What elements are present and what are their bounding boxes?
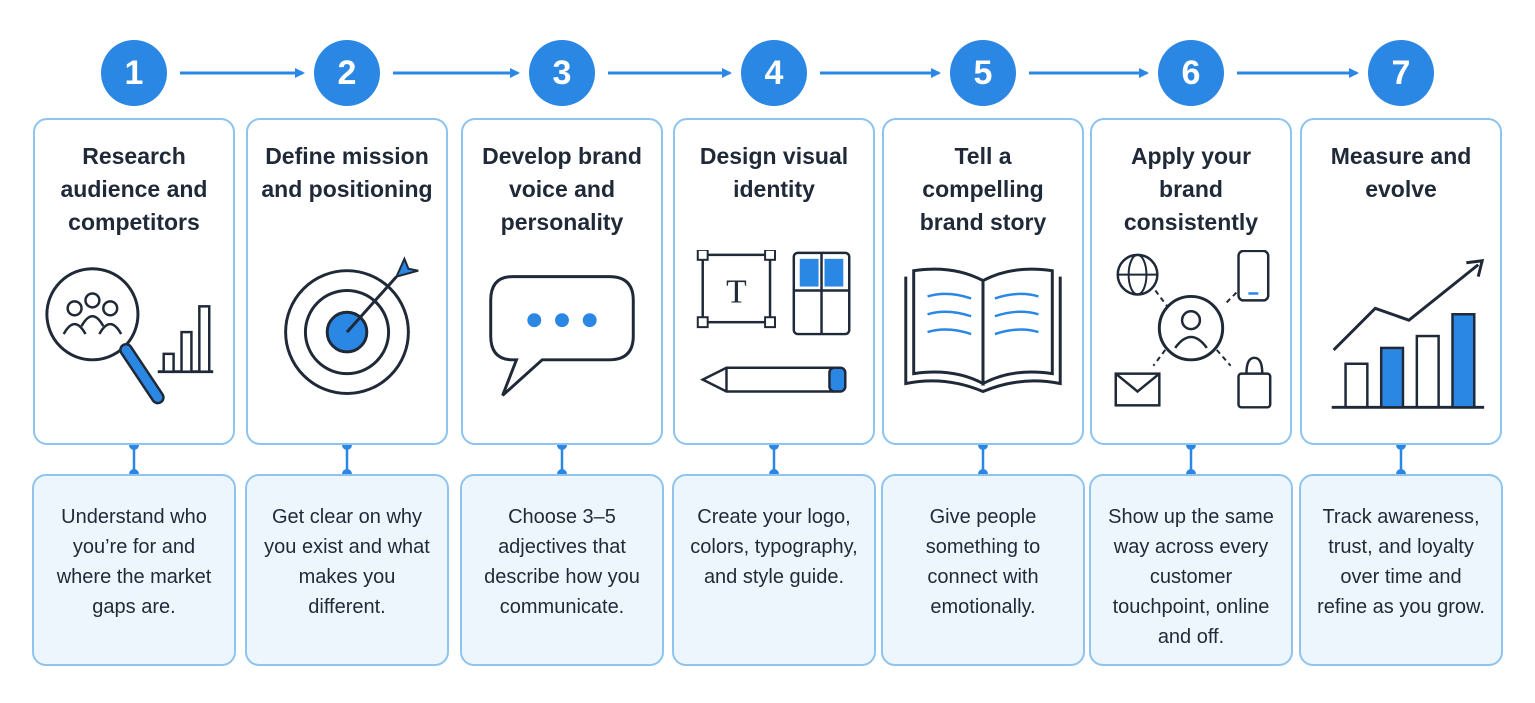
step-title: Tell a compelling brand story: [919, 143, 1047, 235]
step-description: Track awareness, trust, and loyalty over…: [1317, 506, 1485, 618]
step-card: Develop brand voice and personality: [461, 118, 663, 445]
step-description-box: Get clear on why you exist and what make…: [245, 474, 449, 666]
step-number-badge: 3: [529, 40, 595, 106]
step-number-badge: 6: [1158, 40, 1224, 106]
step-title: Develop brand voice and personality: [482, 143, 642, 235]
open-book-icon: [904, 267, 1062, 394]
step-number-badge: 2: [314, 40, 380, 106]
step-title: Design visual identity: [699, 143, 849, 202]
design-tools-icon: T: [696, 250, 851, 393]
step-description: Show up the same way across every custom…: [1108, 506, 1274, 648]
target-icon: [284, 256, 419, 395]
step-description-box: Give people something to connect with em…: [881, 474, 1085, 666]
step-description: Understand who you’re for and where the …: [56, 506, 212, 618]
step-card: Measure and evolve: [1300, 118, 1502, 445]
step-card: Tell a compelling brand story: [882, 118, 1084, 445]
step-number-badge: 4: [741, 40, 807, 106]
speech-bubble-icon: [489, 275, 635, 397]
step-description-box: Choose 3–5 adjectives that describe how …: [460, 474, 664, 666]
audience-search-icon: [45, 267, 214, 405]
step-description-box: Track awareness, trust, and loyalty over…: [1299, 474, 1503, 666]
growth-chart-icon: [1331, 259, 1485, 409]
step-title: Apply your brand consistently: [1123, 143, 1259, 235]
step-title: Measure and evolve: [1330, 143, 1472, 202]
step-title: Define mission and positioning: [261, 143, 433, 202]
step-card: Apply your brand consistently: [1090, 118, 1292, 445]
step-description: Get clear on why you exist and what make…: [264, 506, 430, 618]
step-description-box: Show up the same way across every custom…: [1089, 474, 1293, 666]
step-title: Research audience and competitors: [60, 143, 208, 235]
step-description-box: Understand who you’re for and where the …: [32, 474, 236, 666]
step-description-box: Create your logo, colors, typography, an…: [672, 474, 876, 666]
step-number-badge: 5: [950, 40, 1016, 106]
step-description: Give people something to connect with em…: [925, 506, 1041, 618]
touchpoints-icon: [1114, 250, 1272, 409]
step-description: Choose 3–5 adjectives that describe how …: [484, 506, 640, 618]
step-number-badge: 7: [1368, 40, 1434, 106]
step-number-badge: 1: [101, 40, 167, 106]
svg-text:T: T: [726, 273, 747, 310]
step-description: Create your logo, colors, typography, an…: [690, 506, 858, 588]
step-card: Research audience and competitors: [33, 118, 235, 445]
step-card: Define mission and positioning: [246, 118, 448, 445]
